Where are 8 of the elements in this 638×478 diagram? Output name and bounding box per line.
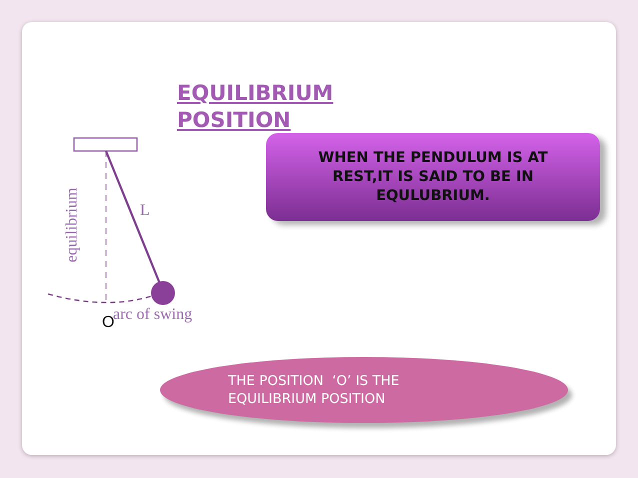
diagram-label: L [140,202,150,220]
diagram-label: arc of swing [113,306,192,323]
callout-text: WHEN THE PENDULUM IS AT REST,IT IS SAID TO BE IN EQULUBRIUM. [317,148,549,206]
point-label: O [102,314,114,332]
callout-box [266,133,600,221]
title: EQUILIBRIUM POSITION [177,80,334,134]
axis-label: equilibrium [63,188,82,262]
callout-text: THE POSITION ‘O’ IS THE EQUILIBRIUM POSITION [228,372,400,408]
